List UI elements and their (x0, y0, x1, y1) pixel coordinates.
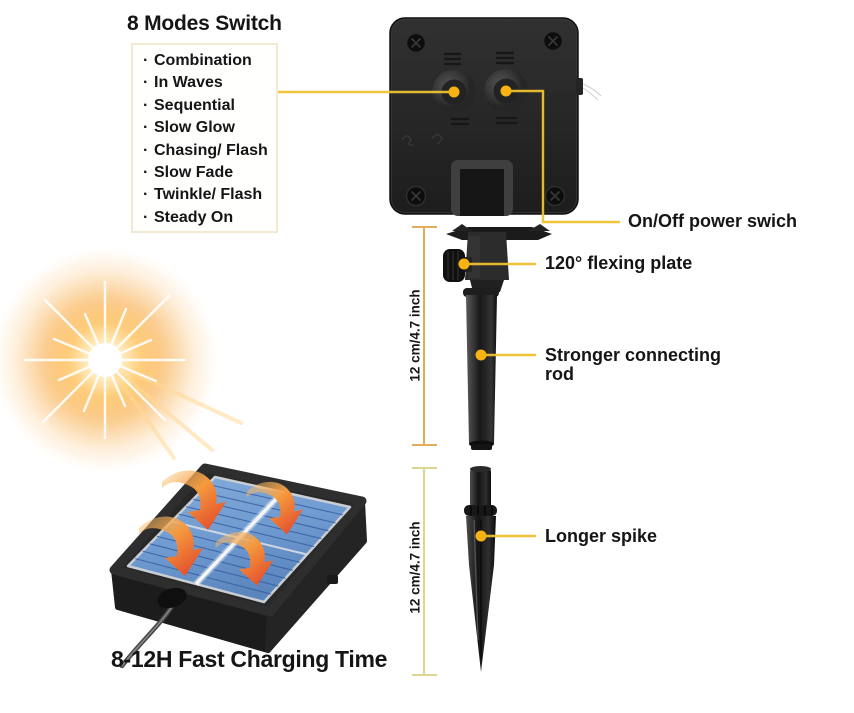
callout-dot-icon (448, 85, 512, 542)
mode-item-label: Sequential (154, 96, 235, 114)
mode-item-label: Slow Fade (154, 164, 234, 182)
mode-item: · Combination (143, 50, 276, 72)
sun-glow-icon (0, 248, 243, 472)
bullet-icon: · (143, 52, 149, 69)
mode-item-label: Twinkle/ Flash (154, 186, 263, 204)
bullet-icon: · (143, 141, 149, 159)
bullet-icon: · (143, 164, 149, 182)
bullet-icon: · (143, 208, 149, 226)
mode-item: · Chasing/ Flash (143, 140, 276, 162)
measurement-line-rod (412, 226, 437, 446)
measurement-line-spike (412, 467, 437, 676)
bullet-icon: · (143, 96, 149, 114)
bullet-icon: · (143, 186, 149, 204)
bullet-icon: · (143, 74, 149, 92)
flexing-plate-label: 120° flexing plate (545, 253, 693, 273)
spike-label: Longer spike (545, 526, 658, 546)
bullet-icon: · (143, 119, 149, 137)
connecting-rod-photo (443, 224, 552, 450)
mode-item: · Slow Fade (143, 162, 276, 184)
mode-item: · Slow Glow (143, 117, 276, 139)
modes-list: · Combination · In Waves · Sequential · Slow… (131, 43, 278, 233)
power-switch-label: On/Off power swich (628, 211, 798, 231)
cable (119, 587, 187, 669)
mode-item-label: In Waves (154, 74, 223, 92)
mode-item-label: Combination (154, 52, 252, 69)
charging-time-label: 8-12H Fast Charging Time (111, 646, 388, 672)
mode-item: · Twinkle/ Flash (143, 184, 276, 206)
ground-spike-photo (464, 466, 497, 672)
mode-item-label: Chasing/ Flash (154, 141, 268, 159)
mode-item: · In Waves (143, 72, 276, 94)
callout-lines (278, 89, 620, 538)
spike-measurement-label: 12 cm/4.7 inch (407, 521, 423, 614)
mode-item-label: Steady On (154, 208, 234, 226)
modes-title: 8 Modes Switch (127, 12, 282, 35)
controller-box-photo (389, 17, 602, 216)
mode-item: · Sequential (143, 95, 276, 117)
rod-measurement-label: 12 cm/4.7 inch (407, 289, 423, 382)
mode-item-label: Slow Glow (154, 119, 235, 137)
connecting-rod-label: Stronger connecting rod (545, 345, 722, 384)
mode-item: · Steady On (143, 207, 276, 229)
solar-panel-photo (109, 463, 367, 669)
